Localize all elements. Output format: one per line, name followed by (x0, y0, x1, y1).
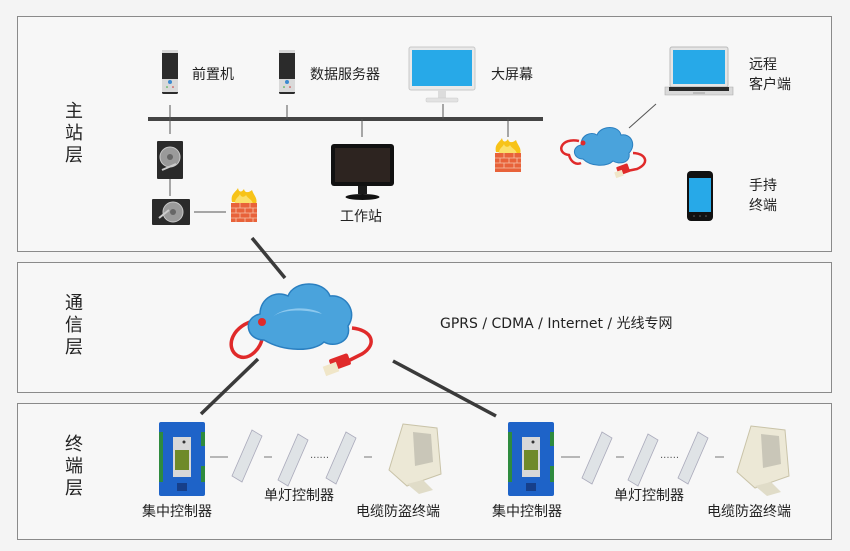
workstation-monitor-icon (331, 144, 394, 200)
cable-anti-theft-terminal-icon (736, 425, 790, 496)
cable-theft-label: 电缆防盗终端 (356, 504, 440, 520)
cable-anti-theft-terminal-icon (388, 423, 442, 494)
cloud-network-icon (560, 127, 647, 179)
concentrator-controller-icon (508, 422, 554, 496)
ellipsis: ...... (310, 450, 330, 461)
workstation-label: 工作站 (340, 209, 382, 225)
main-layer-title: 主 站 层 (64, 101, 84, 167)
label-line: 终端 (749, 198, 777, 214)
single-lamp-controller-icon (581, 431, 613, 485)
single-lamp-controller-icon (325, 431, 357, 485)
title-char: 层 (65, 145, 83, 166)
term-layer-title: 终 端 层 (64, 434, 84, 500)
network-types-label: GPRS / CDMA / Internet / 光线专网 (440, 316, 673, 332)
title-char: 终 (65, 434, 83, 455)
title-char: 层 (65, 337, 83, 358)
concentrator-label: 集中控制器 (492, 504, 562, 520)
title-char: 端 (65, 456, 83, 477)
server-tower-icon (279, 50, 295, 94)
label-line: 客户端 (749, 77, 791, 93)
big-screen-monitor-icon (408, 46, 476, 103)
concentrator-label: 集中控制器 (142, 504, 212, 520)
single-lamp-label: 单灯控制器 (614, 488, 684, 504)
cable-theft-label: 电缆防盗终端 (707, 504, 791, 520)
laptop-icon (664, 46, 734, 96)
single-lamp-controller-icon (627, 433, 659, 487)
single-lamp-label: 单灯控制器 (264, 488, 334, 504)
communication-layer (17, 262, 832, 393)
label-line: 远程 (749, 57, 777, 73)
title-char: 信 (65, 315, 83, 336)
hard-disk-icon (157, 141, 183, 179)
server-tower-icon (162, 50, 178, 94)
title-char: 通 (65, 293, 83, 314)
single-lamp-controller-icon (277, 433, 309, 487)
title-char: 层 (65, 478, 83, 499)
front-end-label: 前置机 (192, 67, 234, 83)
communication-cloud-icon (229, 283, 373, 377)
label-line: 手持 (749, 178, 777, 194)
hard-disk-icon (152, 199, 190, 225)
firewall-icon (231, 188, 257, 222)
comm-layer-title: 通 信 层 (64, 293, 84, 359)
title-char: 站 (65, 123, 83, 144)
smartphone-icon (687, 171, 713, 221)
single-lamp-controller-icon (677, 431, 709, 485)
handheld-label: 手持 终端 (749, 176, 777, 216)
big-screen-label: 大屏幕 (491, 67, 533, 83)
data-server-label: 数据服务器 (310, 67, 380, 83)
title-char: 主 (65, 101, 83, 122)
remote-client-label: 远程 客户端 (749, 55, 791, 95)
firewall-icon (495, 138, 521, 172)
concentrator-controller-icon (159, 422, 205, 496)
ellipsis: ...... (660, 450, 680, 461)
single-lamp-controller-icon (231, 429, 263, 483)
